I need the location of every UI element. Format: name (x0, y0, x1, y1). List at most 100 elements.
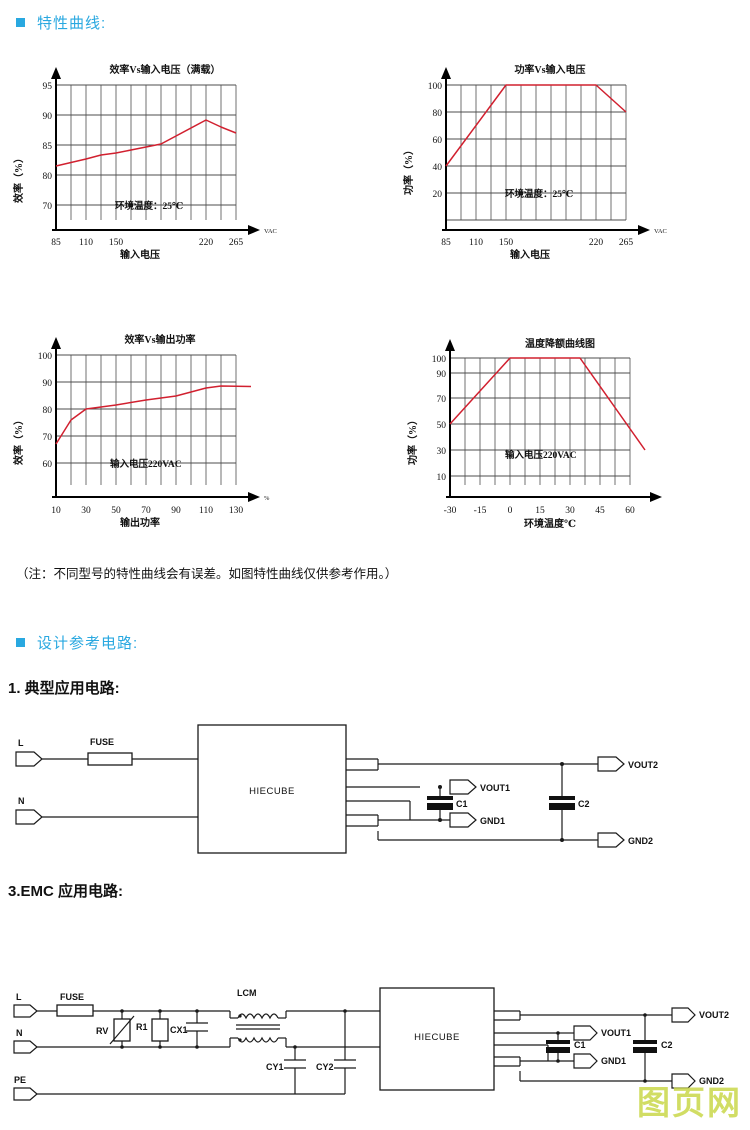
terminal-GND1: GND1 (449, 812, 505, 828)
emc-component-c1-plate-bottom (546, 1047, 570, 1053)
emc-terminal-VOUT1: VOUT1 (573, 1025, 631, 1041)
chart3-ytick-60: 60 (43, 460, 53, 470)
chart4-ytick-70: 70 (437, 395, 447, 405)
chart1-ytick-70: 70 (43, 202, 53, 212)
terminal-VOUT2: VOUT2 (597, 756, 658, 772)
curves-note: （注：不同型号的特性曲线会有误差。如图特性曲线仅供参考作用。） (16, 567, 398, 581)
emc-component-rv-label: RV (96, 1026, 108, 1036)
chart2-ytick-80: 80 (433, 109, 443, 119)
emc-terminal-VOUT2: VOUT2 (671, 1007, 729, 1023)
chart3-ytick-70: 70 (43, 433, 53, 443)
emc-component-lcm-label: LCM (237, 988, 257, 998)
chart4-xtick-30: 30 (565, 506, 575, 516)
chart4-xtick-n30: -30 (444, 506, 457, 516)
chart4-title: 温度降额曲线图 (525, 337, 595, 350)
chart3-series-line (55, 385, 252, 445)
emc-terminal-N: N (13, 1028, 38, 1054)
emc-component-c1-plate-top (546, 1040, 570, 1044)
block-hiecube (197, 724, 347, 854)
chart1-ytick-90: 90 (43, 112, 53, 122)
chart-efficiency-vs-input-voltage: 效率Vs输入电压（满载） 效率（%） (10, 55, 300, 260)
section-heading-curves: 特性曲线: (16, 12, 106, 33)
chart3-ylabel: 效率（%） (12, 415, 25, 465)
chart1-yaxis-arrow (51, 67, 61, 79)
chart2-xlabel: 输入电压 (510, 248, 550, 260)
chart4-xtick-n15: -15 (474, 506, 487, 516)
chart1-ytick-85: 85 (43, 142, 53, 152)
typical-application-circuit: L FUSE N HIECUBE (0, 712, 750, 872)
chart3-annotation: 输入电压220VAC (110, 458, 182, 470)
chart3-xunit: % (264, 495, 270, 502)
emc-component-c2-plate-bottom (633, 1047, 657, 1053)
chart4-xtick-60: 60 (625, 506, 635, 516)
terminal-L-label: L (18, 738, 24, 748)
chart4-ytick-10: 10 (437, 473, 447, 483)
section-title-design: 设计参考电路: (37, 635, 139, 652)
chart2-ytick-40: 40 (433, 163, 443, 173)
chart2-ytick-60: 60 (433, 136, 443, 146)
component-c1-plate-top (427, 796, 453, 800)
terminal-VOUT2-label: VOUT2 (628, 760, 658, 770)
emc-terminal-VOUT1-label: VOUT1 (601, 1028, 631, 1038)
chart2-title: 功率Vs输入电压 (514, 63, 585, 76)
component-c2-label: C2 (578, 799, 590, 809)
chart1-xlabel: 输入电压 (120, 248, 160, 260)
chart3-title: 效率Vs输出功率 (124, 333, 195, 346)
chart2-xunit: VAC (654, 228, 667, 235)
component-fuse-label: FUSE (90, 737, 114, 747)
chart3-ytick-80: 80 (43, 406, 53, 416)
chart2-annotation: 环境温度：25℃ (505, 188, 573, 200)
component-c2-plate-top (549, 796, 575, 800)
terminal-GND1-label: GND1 (480, 816, 505, 826)
chart-power-vs-input-voltage: 功率Vs输入电压 功率（%） (400, 55, 690, 260)
chart2-yaxis-arrow (441, 67, 451, 79)
emc-terminal-VOUT2-label: VOUT2 (699, 1010, 729, 1020)
chart4-series-line (449, 357, 646, 451)
chart3-xtick-130: 130 (229, 506, 244, 516)
terminal-GND2-label: GND2 (628, 836, 653, 846)
chart2-xtick-150: 150 (499, 238, 514, 248)
chart4-annotation: 输入电压220VAC (505, 449, 577, 461)
terminal-VOUT1-label: VOUT1 (480, 783, 510, 793)
chart2-xtick-265: 265 (619, 238, 634, 248)
chart1-ytick-80: 80 (43, 172, 53, 182)
chart3-xaxis-arrow (248, 492, 260, 502)
chart4-xaxis-arrow (650, 492, 662, 502)
chart3-ytick-90: 90 (43, 379, 53, 389)
emc-component-fuse (56, 1004, 94, 1017)
chart2-xtick-110: 110 (469, 238, 483, 248)
chart4-xtick-0: 0 (508, 506, 513, 516)
emc-component-fuse-label: FUSE (60, 992, 84, 1002)
chart3-xtick-110: 110 (199, 506, 213, 516)
chart4-ytick-90: 90 (437, 370, 447, 380)
chart4-xtick-45: 45 (595, 506, 605, 516)
chart3-xtick-90: 90 (171, 506, 181, 516)
emc-terminal-PE: PE (13, 1075, 38, 1101)
section-heading-design: 设计参考电路: (16, 632, 138, 653)
chart1-xtick-220: 220 (199, 238, 214, 248)
emc-component-c1-label: C1 (574, 1040, 586, 1050)
chart2-ytick-20: 20 (433, 190, 443, 200)
chart4-xlabel: 环境温度℃ (524, 517, 576, 530)
subsection-emc-circuit: 3.EMC 应用电路: (8, 883, 124, 900)
chart1-title: 效率Vs输入电压（满载） (109, 63, 220, 76)
chart2-ytick-100: 100 (428, 82, 443, 92)
chart1-xaxis-arrow (248, 225, 260, 235)
chart4-ytick-100: 100 (432, 355, 447, 365)
chart1-xunit: VAC (264, 228, 277, 235)
emc-block-hiecube (379, 987, 495, 1091)
chart1-annotation: 环境温度：25℃ (115, 200, 183, 212)
chart3-ytick-100: 100 (38, 352, 53, 362)
emc-terminal-GND1: GND1 (573, 1053, 626, 1069)
subsection-typical-circuit: 1. 典型应用电路: (8, 680, 120, 697)
emc-terminal-L-label: L (16, 992, 22, 1002)
chart3-xtick-70: 70 (141, 506, 151, 516)
emc-block-hiecube-label: HIECUBE (414, 1032, 460, 1043)
component-c2-plate-bottom (549, 803, 575, 810)
emc-component-c2-label: C2 (661, 1040, 673, 1050)
emc-component-cy2-label: CY2 (316, 1062, 334, 1072)
chart1-series-line (55, 119, 237, 167)
emc-component-cy1-label: CY1 (266, 1062, 284, 1072)
chart4-xtick-15: 15 (535, 506, 545, 516)
